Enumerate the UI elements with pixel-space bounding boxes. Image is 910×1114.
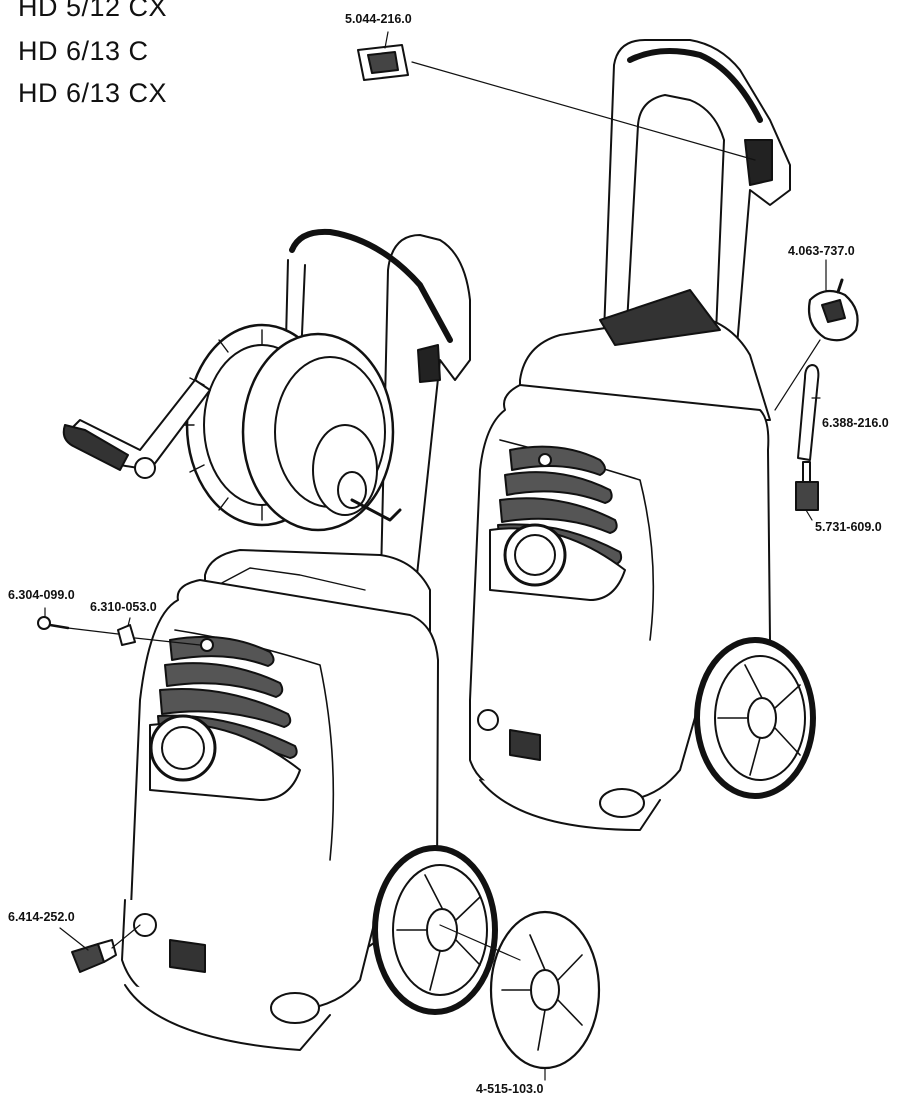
clip-part [117, 624, 136, 646]
part-number-clip: 6.310-053.0 [90, 600, 157, 614]
right-machine [469, 39, 816, 831]
part-number-water-connector: 6.414-252.0 [8, 910, 75, 924]
model-name-hd-6-13-c: HD 6/13 C [18, 36, 149, 66]
wheel-cap-part [489, 910, 601, 1070]
part-number-wheel-cap: 4-515-103.0 [476, 1082, 544, 1096]
part-number-handle-clip: 5.044-216.0 [345, 12, 412, 26]
part-number-hose-coupling: 4.063-737.0 [788, 244, 855, 258]
handle-clip-part [357, 44, 409, 81]
filter-insert-part [795, 461, 819, 511]
part-number-screw: 6.304-099.0 [8, 588, 75, 602]
part-number-filter-insert: 5.731-609.0 [815, 520, 882, 534]
hose-coupling-part [807, 278, 859, 342]
hose-piece-part [797, 364, 820, 461]
model-name-hd-6-13-cx: HD 6/13 CX [18, 78, 168, 108]
leader-lines [44, 31, 827, 1081]
model-name-hd-5-12-cx: HD 5/12 CX [18, 0, 168, 22]
left-machine [62, 228, 498, 1051]
part-number-hose-piece: 6.388-216.0 [822, 416, 889, 430]
water-connector-part [71, 939, 117, 973]
screw-part [37, 616, 70, 630]
